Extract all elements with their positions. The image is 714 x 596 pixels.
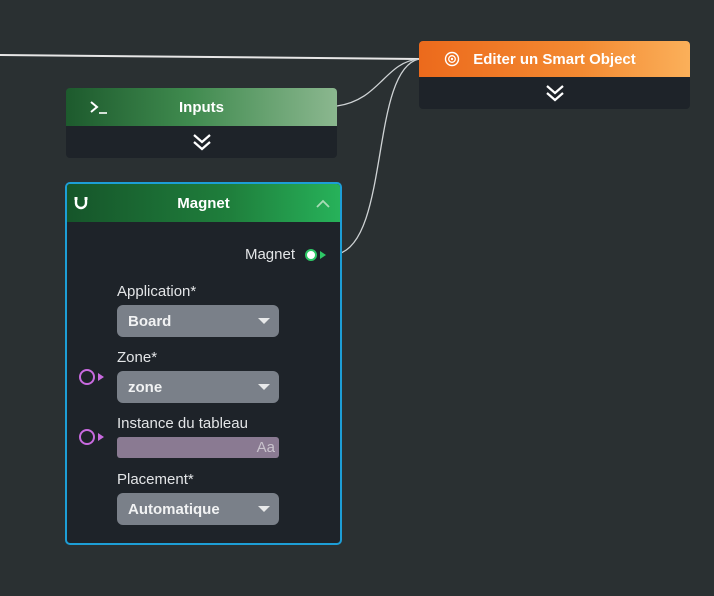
- inputs-node[interactable]: Inputs: [66, 88, 337, 158]
- magnet-icon: [74, 196, 88, 214]
- text-type-icon: Aa: [256, 439, 275, 456]
- application-select-value: Board: [128, 312, 172, 330]
- zone-select-value: zone: [128, 378, 163, 396]
- inputs-node-header[interactable]: Inputs: [66, 88, 337, 126]
- magnet-node-header[interactable]: Magnet: [67, 184, 340, 222]
- placement-select-value: Automatique: [128, 500, 220, 518]
- inputs-expand-button[interactable]: [66, 126, 337, 158]
- instance-input-socket[interactable]: [79, 429, 95, 445]
- magnet-output-label: Magnet: [244, 246, 295, 263]
- wire-magnet-to-smart: [337, 58, 420, 255]
- placement-select[interactable]: Automatique: [117, 493, 279, 525]
- chevron-double-down-icon: [192, 134, 211, 151]
- zone-select[interactable]: zone: [117, 371, 279, 403]
- chevron-up-icon[interactable]: [316, 196, 330, 213]
- zone-label: Zone*: [117, 349, 158, 366]
- magnet-output-port[interactable]: Magnet: [245, 246, 326, 263]
- caret-down-icon: [258, 384, 270, 390]
- magnet-node-title: Magnet: [177, 194, 230, 212]
- application-label: Application*: [117, 283, 197, 300]
- instance-text-input[interactable]: Aa: [117, 437, 279, 458]
- output-socket[interactable]: [305, 248, 317, 261]
- input-arrow-icon: [98, 433, 104, 441]
- smart-object-node-header[interactable]: Editer un Smart Object: [419, 41, 690, 77]
- output-arrow-icon: [320, 250, 326, 259]
- zone-input-socket[interactable]: [79, 369, 95, 385]
- smart-object-node-title: Editer un Smart Object: [473, 50, 636, 68]
- terminal-icon: [88, 99, 110, 119]
- target-icon: [444, 51, 460, 71]
- inputs-node-title: Inputs: [179, 98, 224, 116]
- wire-incoming: [0, 54, 420, 60]
- chevron-double-down-icon: [545, 85, 564, 102]
- wire-inputs-to-smart: [336, 58, 420, 107]
- zone-input-port[interactable]: [79, 369, 104, 385]
- placement-label: Placement*: [117, 471, 194, 488]
- instance-label: Instance du tableau: [117, 415, 248, 432]
- input-arrow-icon: [98, 373, 104, 381]
- instance-input-port[interactable]: [79, 429, 104, 445]
- caret-down-icon: [258, 506, 270, 512]
- application-select[interactable]: Board: [117, 305, 279, 337]
- caret-down-icon: [258, 318, 270, 324]
- smart-object-expand-button[interactable]: [419, 77, 690, 109]
- magnet-node[interactable]: Magnet Magnet Application* Board Zone* z…: [65, 182, 342, 545]
- smart-object-node[interactable]: Editer un Smart Object: [419, 41, 690, 109]
